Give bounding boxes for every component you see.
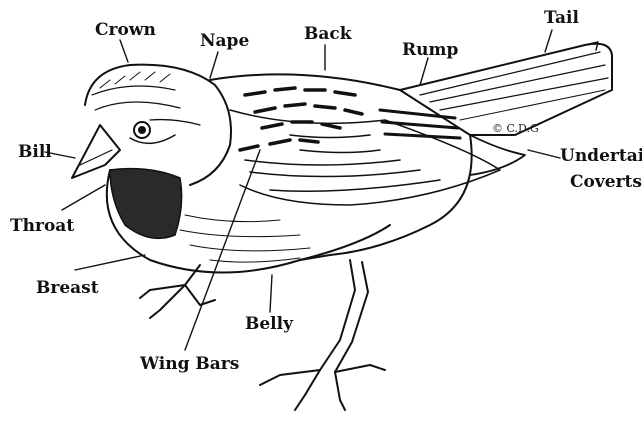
breast-hatching xyxy=(180,215,310,262)
artist-signature: © C.D.G xyxy=(492,122,539,135)
label-wing-bars: Wing Bars xyxy=(140,356,239,373)
label-belly: Belly xyxy=(245,316,293,333)
label-bill: Bill xyxy=(18,144,52,161)
throat-patch xyxy=(110,169,182,239)
label-tail: Tail xyxy=(544,10,579,27)
wing-drawing xyxy=(230,110,500,205)
label-undertail: Undertail xyxy=(560,148,642,165)
right-leg xyxy=(260,260,385,410)
left-leg xyxy=(140,265,215,318)
label-rump: Rump xyxy=(402,42,458,59)
label-nape: Nape xyxy=(200,33,249,50)
label-breast: Breast xyxy=(36,280,99,297)
head-drawing xyxy=(85,65,231,185)
label-back: Back xyxy=(304,26,352,43)
label-crown: Crown xyxy=(95,22,156,39)
back-outline xyxy=(210,74,472,260)
label-coverts: Coverts xyxy=(570,174,642,191)
rump-bars xyxy=(380,110,460,138)
back-streaks xyxy=(240,88,362,150)
label-throat: Throat xyxy=(10,218,74,235)
